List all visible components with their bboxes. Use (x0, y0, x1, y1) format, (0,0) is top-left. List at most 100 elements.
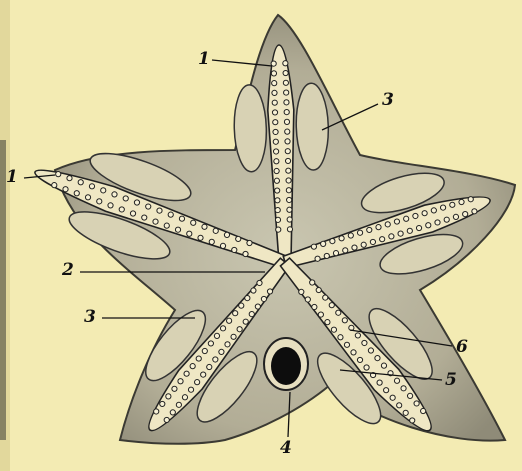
tube-foot (220, 326, 225, 331)
tube-foot (273, 129, 278, 134)
tube-foot (67, 176, 72, 181)
tube-foot (198, 235, 203, 240)
tube-foot (305, 297, 310, 302)
tube-foot (364, 365, 369, 370)
tube-foot (361, 242, 366, 247)
tube-foot (381, 363, 386, 368)
tube-foot (394, 378, 399, 383)
tube-foot (444, 217, 449, 222)
tube-foot (213, 228, 218, 233)
tube-foot (207, 364, 212, 369)
tube-foot (367, 227, 372, 232)
tube-foot (276, 227, 281, 232)
tube-foot (74, 191, 79, 196)
tube-foot (275, 198, 280, 203)
tube-foot (426, 223, 431, 228)
tube-foot (220, 243, 225, 248)
tube-foot (160, 401, 165, 406)
tube-foot (225, 342, 230, 347)
tube-foot (331, 327, 336, 332)
tube-foot (201, 372, 206, 377)
tube-foot (123, 196, 128, 201)
tube-foot (233, 311, 238, 316)
tube-foot (146, 204, 151, 209)
tube-foot (343, 248, 348, 253)
tube-foot (336, 310, 341, 315)
tube-foot (403, 410, 408, 415)
tube-foot (421, 408, 426, 413)
tube-foot (184, 371, 189, 376)
tube-foot (407, 393, 412, 398)
tube-foot (101, 188, 106, 193)
tube-foot (63, 187, 68, 192)
tube-foot (78, 180, 83, 185)
tube-foot (325, 320, 330, 325)
tube-foot (404, 216, 409, 221)
tube-foot (89, 184, 94, 189)
tube-foot (283, 80, 288, 85)
tube-foot (170, 410, 175, 415)
tube-foot (384, 388, 389, 393)
tube-foot (231, 334, 236, 339)
tube-foot (401, 386, 406, 391)
tube-foot (287, 207, 292, 212)
tube-foot (172, 386, 177, 391)
tube-foot (398, 231, 403, 236)
tube-foot (413, 213, 418, 218)
tube-foot (271, 71, 276, 76)
tube-foot (310, 280, 315, 285)
tube-foot (375, 355, 380, 360)
tube-foot (97, 199, 102, 204)
tube-foot (213, 357, 218, 362)
tube-foot (153, 219, 158, 224)
tube-foot (52, 183, 57, 188)
tube-foot (376, 225, 381, 230)
tube-foot (237, 327, 242, 332)
tube-foot (196, 356, 201, 361)
tube-foot (370, 239, 375, 244)
tube-foot (389, 234, 394, 239)
tube-foot (394, 219, 399, 224)
tube-foot (274, 168, 279, 173)
tube-foot (342, 318, 347, 323)
tube-foot (273, 139, 278, 144)
tube-foot (285, 139, 290, 144)
tube-foot (472, 209, 477, 214)
tube-foot (176, 402, 181, 407)
tube-foot (368, 348, 373, 353)
tube-foot (316, 287, 321, 292)
tube-foot (273, 120, 278, 125)
tube-foot (247, 240, 252, 245)
tube-foot (453, 214, 458, 219)
callout-2: 2 (62, 262, 74, 279)
tube-foot (463, 211, 468, 216)
tube-foot (435, 220, 440, 225)
tube-foot (275, 188, 280, 193)
tube-foot (324, 253, 329, 258)
tube-foot (357, 357, 362, 362)
tube-foot (239, 303, 244, 308)
tube-foot (344, 342, 349, 347)
tube-foot (284, 100, 289, 105)
tube-foot (85, 195, 90, 200)
tube-foot (164, 417, 169, 422)
tube-foot (187, 231, 192, 236)
tube-foot (275, 217, 280, 222)
tube-foot (355, 333, 360, 338)
tube-foot (255, 304, 260, 309)
tube-foot (357, 230, 362, 235)
tube-foot (285, 129, 290, 134)
tube-foot (245, 295, 250, 300)
tube-foot (422, 211, 427, 216)
tube-foot (468, 197, 473, 202)
tube-foot (191, 220, 196, 225)
tube-foot (377, 380, 382, 385)
tube-foot (329, 303, 334, 308)
tube-foot (284, 119, 289, 124)
tube-foot (130, 211, 135, 216)
tube-foot (202, 348, 207, 353)
tube-foot (348, 233, 353, 238)
tube-foot (352, 245, 357, 250)
tube-foot (362, 340, 367, 345)
